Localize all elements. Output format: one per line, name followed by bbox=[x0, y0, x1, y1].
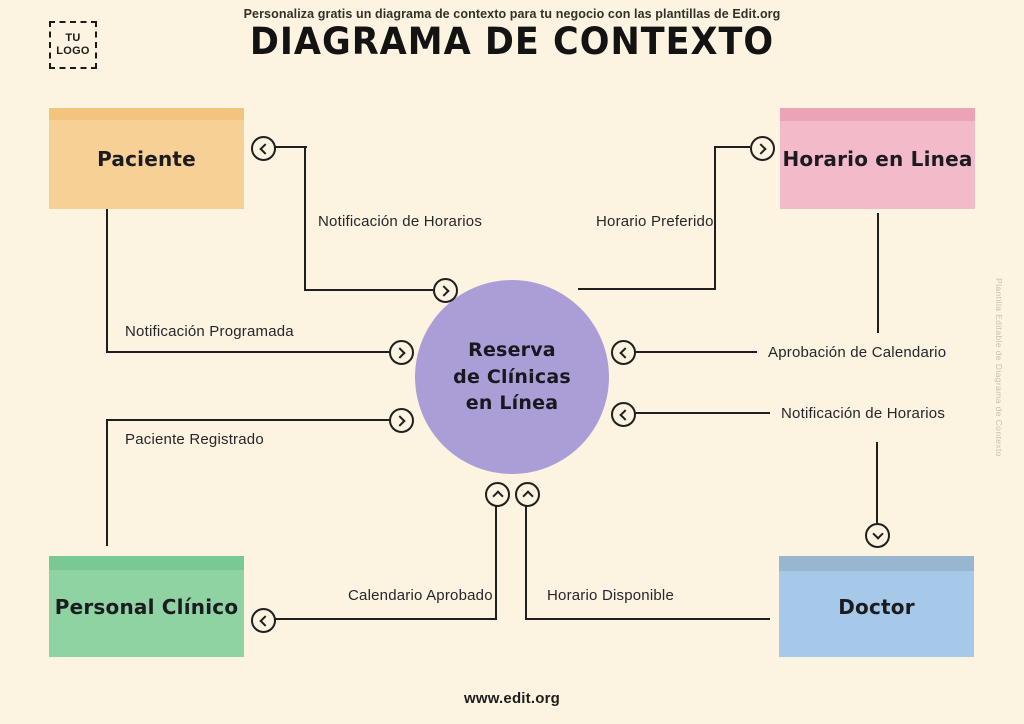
connector-line bbox=[495, 506, 497, 620]
chevron-up-icon bbox=[491, 490, 504, 502]
chevron-right-icon bbox=[394, 414, 406, 427]
connector-line bbox=[304, 146, 306, 291]
connector-line bbox=[525, 618, 770, 620]
connector-line bbox=[877, 213, 879, 333]
entity-box-doctor: Doctor bbox=[779, 556, 974, 657]
connector-line bbox=[635, 351, 757, 353]
chevron-left-icon bbox=[259, 142, 271, 155]
entity-label: Paciente bbox=[97, 146, 196, 171]
flow-label-paciente-registrado: Paciente Registrado bbox=[125, 431, 264, 448]
chevron-up-icon bbox=[521, 490, 534, 502]
page-title: DIAGRAMA DE CONTEXTO bbox=[249, 20, 775, 64]
arrow-node-up bbox=[485, 482, 510, 507]
logo-text-line2: LOGO bbox=[56, 45, 90, 57]
logo-placeholder: TU LOGO bbox=[49, 21, 97, 69]
connector-line bbox=[635, 412, 770, 414]
chevron-left-icon bbox=[619, 346, 631, 359]
connector-line bbox=[106, 419, 389, 421]
arrow-node-left bbox=[611, 340, 636, 365]
connector-line bbox=[578, 288, 716, 290]
flow-label-aprobacion-de-calendario: Aprobación de Calendario bbox=[768, 344, 947, 361]
arrow-node-left bbox=[611, 402, 636, 427]
arrow-node-right bbox=[750, 136, 775, 161]
chevron-right-icon bbox=[755, 142, 767, 155]
arrow-node-right bbox=[433, 278, 458, 303]
connector-line bbox=[275, 146, 307, 148]
logo-text-line1: TU bbox=[65, 32, 81, 45]
arrow-node-right bbox=[389, 340, 414, 365]
entity-label: Personal Clínico bbox=[54, 594, 239, 619]
process-circle: Reserva de Clínicas en Línea bbox=[415, 280, 609, 474]
process-label-line3: en Línea bbox=[465, 392, 559, 415]
chevron-left-icon bbox=[619, 408, 631, 421]
tagline: Personaliza gratis un diagrama de contex… bbox=[243, 7, 781, 21]
arrow-node-down bbox=[865, 523, 890, 548]
flow-label-horario-preferido: Horario Preferido bbox=[596, 213, 714, 230]
entity-box-personal-clinico: Personal Clínico bbox=[49, 556, 244, 657]
arrow-node-right bbox=[389, 408, 414, 433]
entity-box-horario-en-linea: Horario en Linea bbox=[780, 108, 975, 209]
connector-line bbox=[275, 618, 497, 620]
arrow-node-up bbox=[515, 482, 540, 507]
entity-strip bbox=[779, 556, 974, 571]
connector-line bbox=[106, 209, 108, 353]
watermark-text: Plantilla Editable de Diagrama de Contex… bbox=[994, 278, 1004, 457]
connector-line bbox=[876, 442, 878, 523]
process-label-line2: de Clínicas bbox=[453, 365, 571, 388]
connector-line bbox=[714, 146, 750, 148]
entity-strip bbox=[49, 108, 244, 120]
entity-strip bbox=[780, 108, 975, 121]
arrow-node-left bbox=[251, 608, 276, 633]
connector-line bbox=[106, 351, 389, 353]
flow-label-horario-disponible: Horario Disponible bbox=[547, 587, 674, 604]
connector-line bbox=[304, 289, 433, 291]
connector-line bbox=[525, 506, 527, 620]
entity-strip bbox=[49, 556, 244, 570]
flow-label-notificacion-de-horarios-2: Notificación de Horarios bbox=[781, 405, 946, 422]
chevron-right-icon bbox=[438, 284, 450, 297]
chevron-down-icon bbox=[871, 528, 884, 540]
flow-label-notificacion-programada: Notificación Programada bbox=[125, 323, 294, 340]
footer-url[interactable]: www.edit.org bbox=[463, 690, 560, 707]
entity-box-paciente: Paciente bbox=[49, 108, 244, 209]
connector-line bbox=[106, 419, 108, 546]
flow-label-notificacion-de-horarios-1: Notificación de Horarios bbox=[318, 213, 483, 230]
process-label-line1: Reserva bbox=[468, 338, 556, 361]
arrow-node-left bbox=[251, 136, 276, 161]
connector-line bbox=[714, 147, 716, 290]
chevron-right-icon bbox=[394, 346, 406, 359]
entity-label: Horario en Linea bbox=[782, 146, 973, 171]
chevron-left-icon bbox=[259, 614, 271, 627]
flow-label-calendario-aprobado: Calendario Aprobado bbox=[348, 587, 493, 604]
entity-label: Doctor bbox=[838, 594, 915, 619]
